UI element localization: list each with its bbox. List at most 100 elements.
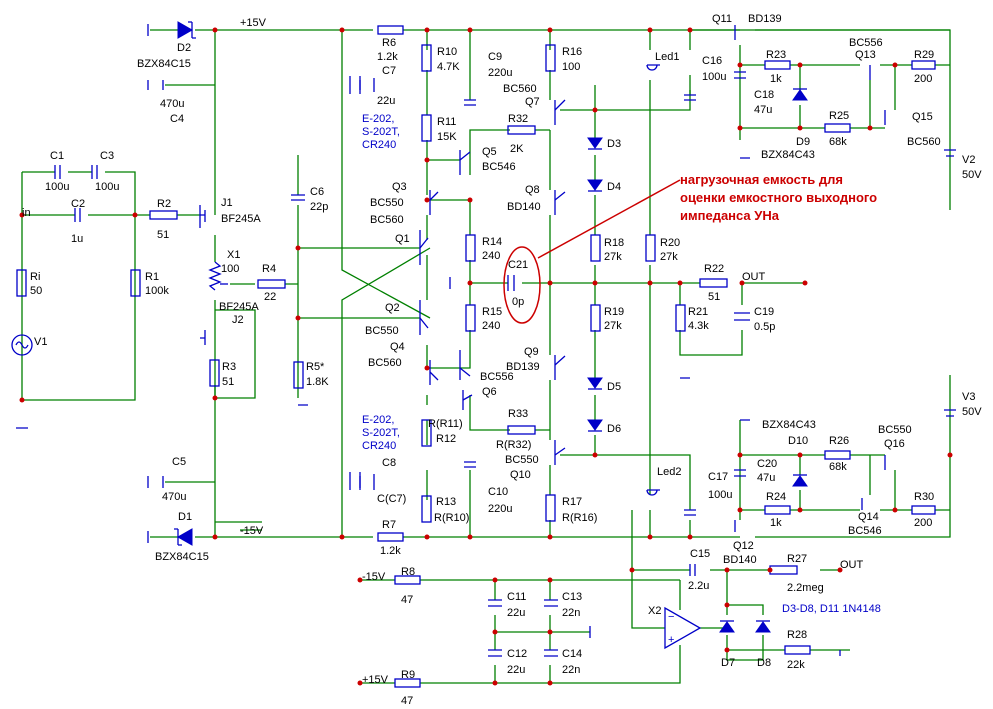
svg-text:C2: C2 [71, 198, 85, 210]
svg-text:оценки емкостного выходного: оценки емкостного выходного [680, 190, 877, 205]
svg-text:C1: C1 [50, 150, 64, 162]
svg-text:D8: D8 [757, 657, 771, 669]
svg-text:R30: R30 [914, 491, 934, 503]
svg-text:D9: D9 [796, 136, 810, 148]
svg-text:R21: R21 [688, 306, 708, 318]
svg-text:Q6: Q6 [482, 386, 497, 398]
svg-text:S-202T,: S-202T, [362, 427, 400, 439]
svg-text:27k: 27k [604, 251, 622, 263]
svg-text:R3: R3 [222, 361, 236, 373]
led1-icon [646, 64, 660, 71]
svg-text:BZX84C43: BZX84C43 [762, 419, 816, 431]
svg-text:C14: C14 [562, 648, 582, 660]
diodes [587, 88, 808, 633]
led2-icon [646, 489, 660, 496]
svg-text:Q13: Q13 [855, 49, 876, 61]
svg-text:BC556: BC556 [849, 37, 883, 49]
svg-text:S-202T,: S-202T, [362, 126, 400, 138]
svg-text:R10: R10 [437, 46, 457, 58]
svg-text:R22: R22 [704, 263, 724, 275]
svg-text:CR240: CR240 [362, 440, 396, 452]
svg-text:Q2: Q2 [385, 302, 400, 314]
svg-text:C19: C19 [754, 306, 774, 318]
svg-text:D3-D8, D11 1N4148: D3-D8, D11 1N4148 [782, 603, 881, 615]
svg-text:R16: R16 [562, 46, 582, 58]
svg-text:100u: 100u [45, 181, 69, 193]
svg-text:Ri: Ri [30, 271, 40, 283]
zener-d1-icon [174, 528, 193, 546]
svg-text:R(R10): R(R10) [434, 512, 469, 524]
svg-text:BC550: BC550 [365, 325, 399, 337]
svg-text:68k: 68k [829, 461, 847, 473]
svg-text:22n: 22n [562, 607, 580, 619]
svg-text:Q3: Q3 [392, 181, 407, 193]
svg-text:100u: 100u [702, 71, 726, 83]
svg-text:51: 51 [157, 229, 169, 241]
svg-text:R28: R28 [787, 629, 807, 641]
svg-text:100k: 100k [145, 285, 169, 297]
svg-text:Q16: Q16 [884, 438, 905, 450]
svg-text:BC550: BC550 [505, 454, 539, 466]
svg-text:220u: 220u [488, 67, 512, 79]
svg-text:in: in [22, 207, 31, 219]
svg-text:22u: 22u [507, 607, 525, 619]
svg-text:BC560: BC560 [503, 83, 537, 95]
svg-text:1u: 1u [71, 233, 83, 245]
svg-text:BD140: BD140 [723, 554, 757, 566]
svg-text:1k: 1k [770, 73, 782, 85]
svg-text:R29: R29 [914, 49, 934, 61]
svg-text:R23: R23 [766, 49, 786, 61]
svg-text:Q11: Q11 [712, 13, 732, 25]
svg-text:R33: R33 [508, 408, 528, 420]
svg-text:BC560: BC560 [907, 136, 941, 148]
svg-text:Q14: Q14 [858, 511, 879, 523]
svg-text:Q10: Q10 [510, 469, 531, 481]
svg-text:Q9: Q9 [524, 346, 539, 358]
svg-text:Q5: Q5 [482, 146, 497, 158]
svg-text:D4: D4 [607, 181, 621, 193]
svg-text:R32: R32 [508, 113, 528, 125]
svg-text:D10: D10 [788, 435, 808, 447]
battery-v3-icon [944, 409, 956, 417]
resistors [16, 25, 936, 688]
svg-text:C7: C7 [382, 65, 396, 77]
svg-text:C17: C17 [708, 471, 728, 483]
svg-text:D7: D7 [721, 657, 735, 669]
svg-text:R18: R18 [604, 237, 624, 249]
svg-text:R27: R27 [787, 553, 807, 565]
svg-text:V3: V3 [962, 391, 975, 403]
annotation-text: нагрузочная емкость для оценки емкостног… [680, 172, 877, 223]
svg-text:27k: 27k [660, 251, 678, 263]
svg-text:1.2k: 1.2k [377, 51, 398, 63]
svg-text:1k: 1k [770, 517, 782, 529]
svg-text:200: 200 [914, 73, 932, 85]
svg-text:R8: R8 [401, 566, 415, 578]
svg-text:Led1: Led1 [655, 51, 679, 63]
svg-text:BZX84C15: BZX84C15 [155, 551, 209, 563]
svg-text:нагрузочная емкость для: нагрузочная емкость для [680, 172, 843, 187]
ground-symbols [16, 157, 841, 656]
svg-text:22u: 22u [377, 95, 395, 107]
svg-text:J1: J1 [221, 197, 233, 209]
svg-text:22k: 22k [787, 659, 805, 671]
zener-d2-icon [177, 21, 196, 39]
svg-text:0.5p: 0.5p [754, 321, 775, 333]
svg-text:C6: C6 [310, 186, 324, 198]
svg-text:C11: C11 [507, 591, 526, 603]
svg-text:BF245A: BF245A [221, 213, 261, 225]
svg-text:C13: C13 [562, 591, 582, 603]
svg-text:R25: R25 [829, 110, 849, 122]
svg-text:100u: 100u [708, 489, 732, 501]
svg-text:22p: 22p [310, 201, 328, 213]
svg-text:2.2meg: 2.2meg [787, 582, 824, 594]
junction-dots [19, 27, 953, 686]
svg-text:C3: C3 [100, 150, 114, 162]
components: − + [11, 21, 956, 688]
svg-text:BC556: BC556 [480, 371, 514, 383]
svg-text:4.7K: 4.7K [437, 61, 460, 73]
svg-text:R24: R24 [766, 491, 786, 503]
svg-text:R26: R26 [829, 435, 849, 447]
svg-text:200: 200 [914, 517, 932, 529]
